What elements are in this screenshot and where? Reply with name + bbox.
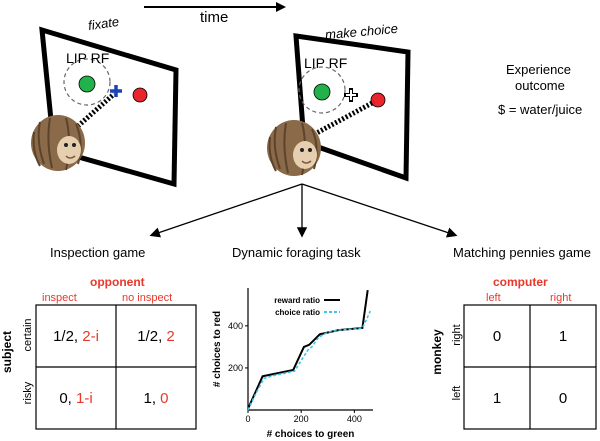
time-arrow xyxy=(144,2,286,12)
inspection-cell-certain-noinspect: 1/2, 2 xyxy=(137,327,175,345)
y-tick-label: 400 xyxy=(228,321,243,331)
inspection-game-title: Inspection game xyxy=(50,245,146,260)
outcome-line3: $ = water/juice xyxy=(498,102,583,117)
lip-rf-label: LIP RF xyxy=(66,50,110,66)
branch-arrows xyxy=(149,183,458,238)
col-no-inspect: no inspect xyxy=(122,292,173,304)
pennies-cell-left-right: 0 xyxy=(558,389,568,407)
outcome-line2: outcome xyxy=(515,78,565,93)
plus-icon xyxy=(110,85,122,97)
x-tick-label: 0 xyxy=(245,414,250,424)
series-line-choice-ratio xyxy=(247,310,372,411)
inspection-matrix-grid xyxy=(35,304,197,430)
col-left: left xyxy=(486,292,501,304)
time-label: time xyxy=(200,9,229,26)
pennies-cell-left-left: 1 xyxy=(492,389,502,407)
pennies-cell-right-left: 0 xyxy=(492,327,502,345)
opponent-label: opponent xyxy=(90,275,145,289)
computer-label: computer xyxy=(493,275,548,289)
outcome-line1: Experience xyxy=(506,62,572,77)
pennies-matrix-grid xyxy=(463,304,597,430)
subject-label: subject xyxy=(0,331,14,374)
x-axis-label: # choices to green xyxy=(267,429,355,440)
red-target xyxy=(370,92,386,108)
legend-label: reward ratio xyxy=(274,296,320,305)
inspection-cell-certain-inspect: 1/2, 2-i xyxy=(53,327,99,345)
row-left: left xyxy=(451,385,463,401)
monkey-head-icon xyxy=(31,115,85,171)
pennies-game-title: Matching pennies game xyxy=(453,245,592,260)
x-tick-label: 400 xyxy=(347,414,362,424)
inspection-cell-risky-noinspect: 1, 0 xyxy=(143,389,169,407)
legend-label: choice ratio xyxy=(275,308,320,317)
monkey-label: monkey xyxy=(430,329,444,375)
red-target xyxy=(132,87,148,103)
inspection-cell-risky-inspect: 0, 1-i xyxy=(59,389,93,407)
foraging-task-title: Dynamic foraging task xyxy=(232,245,361,260)
row-certain: certain xyxy=(22,318,34,352)
lip-rf-circle xyxy=(298,66,346,114)
monkey-head-icon xyxy=(267,120,321,176)
col-inspect: inspect xyxy=(42,292,77,304)
green-target xyxy=(313,83,331,101)
pennies-cell-right-right: 1 xyxy=(558,327,568,345)
foraging-chart: 0 200 400 200 400 # choices to green # choices… xyxy=(212,288,373,440)
green-target xyxy=(78,75,96,93)
x-tick-label: 200 xyxy=(294,414,309,424)
choice-screen xyxy=(293,33,411,182)
row-right: right xyxy=(451,324,463,346)
y-axis-label: # choices to red xyxy=(212,311,223,387)
lip-rf-circle xyxy=(63,58,111,106)
y-tick-label: 200 xyxy=(228,363,243,373)
lip-rf-label: LIP RF xyxy=(304,55,348,71)
col-right: right xyxy=(550,292,572,304)
row-risky: risky xyxy=(22,381,34,405)
